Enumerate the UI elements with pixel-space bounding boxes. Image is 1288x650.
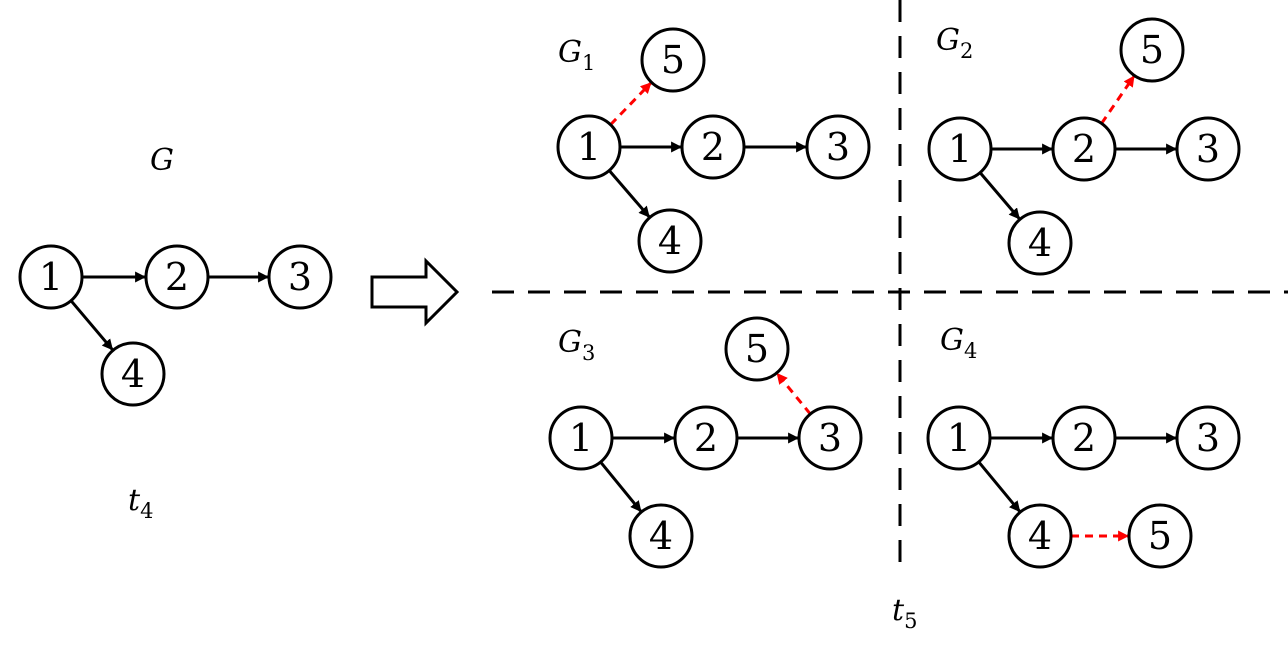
node-label: 1: [948, 127, 972, 171]
graph-node: 3: [1175, 116, 1241, 182]
graph-node: 2: [144, 244, 210, 310]
node-circle: [548, 405, 614, 471]
new-edge-arrow: [776, 372, 812, 415]
original-time-label: t4: [128, 483, 153, 523]
graph-node: 5: [1119, 17, 1185, 83]
hollow-right-arrow-icon: [370, 257, 460, 327]
graph-node: 4: [1007, 210, 1073, 276]
node-label: 4: [658, 219, 682, 263]
graph-node: 4: [1007, 503, 1073, 569]
graph-node: 1: [548, 405, 614, 471]
graph-node: 1: [556, 114, 622, 180]
node-circle: [556, 114, 622, 180]
variant-graph: G3 1 2 3 4 5: [548, 316, 863, 569]
node-label: 2: [701, 125, 725, 169]
graph-node: 3: [267, 244, 333, 310]
node-label: 1: [577, 125, 601, 169]
node-label: 4: [1028, 514, 1052, 558]
edge-arrow: [69, 299, 114, 351]
variant-graph: G4 1 2 3 4 5: [926, 323, 1241, 569]
graph-node: 3: [805, 114, 871, 180]
node-circle: [1007, 210, 1073, 276]
node-label: 2: [1072, 127, 1096, 171]
graph-node: 5: [640, 27, 706, 93]
graph-node: 1: [927, 116, 993, 182]
node-label: 1: [39, 255, 63, 299]
graph-node: 5: [1127, 503, 1193, 569]
node-label: 5: [745, 327, 769, 371]
node-circle: [267, 244, 333, 310]
node-circle: [805, 114, 871, 180]
node-label: 1: [569, 416, 593, 460]
node-circle: [1051, 405, 1117, 471]
node-label: 5: [1148, 514, 1172, 558]
node-circle: [628, 503, 694, 569]
node-label: 4: [121, 352, 145, 396]
node-label: 4: [649, 514, 673, 558]
node-circle: [640, 27, 706, 93]
node-label: 2: [1072, 416, 1096, 460]
graph-node: 1: [926, 405, 992, 471]
graph-node: 4: [637, 208, 703, 274]
node-circle: [1127, 503, 1193, 569]
original-graph-label: G: [150, 143, 174, 178]
variant-graph-label: G4: [940, 323, 977, 363]
variant-graph-label: G3: [558, 325, 595, 365]
original-edges: [69, 271, 270, 351]
node-label: 5: [661, 38, 685, 82]
graph-node: 3: [797, 405, 863, 471]
edge-arrow: [608, 169, 651, 218]
node-circle: [926, 405, 992, 471]
variant-graph: G1 1 2 3 4 5: [556, 27, 871, 274]
graph-node: 2: [1051, 405, 1117, 471]
node-circle: [797, 405, 863, 471]
node-circle: [1175, 116, 1241, 182]
node-circle: [724, 316, 790, 382]
graph-node: 3: [1175, 405, 1241, 471]
original-nodes: 1 2 3 4: [18, 244, 333, 407]
node-circle: [673, 405, 739, 471]
node-circle: [680, 114, 746, 180]
new-edge-arrow: [1100, 75, 1136, 125]
graph-node: 1: [18, 244, 84, 310]
node-label: 3: [1196, 127, 1220, 171]
variant-graph: G2 1 2 3 4 5: [927, 17, 1241, 276]
graph-node: 5: [724, 316, 790, 382]
graph-node: 2: [673, 405, 739, 471]
node-label: 3: [826, 125, 850, 169]
node-label: 1: [947, 416, 971, 460]
node-label: 2: [694, 416, 718, 460]
node-circle: [1007, 503, 1073, 569]
node-circle: [1175, 405, 1241, 471]
node-circle: [100, 341, 166, 407]
graph-node: 4: [628, 503, 694, 569]
node-circle: [927, 116, 993, 182]
variant-time-label: t5: [892, 593, 917, 633]
node-label: 3: [288, 255, 312, 299]
node-circle: [637, 208, 703, 274]
edge-arrow: [977, 460, 1021, 513]
variant-graph-label: G1: [558, 35, 595, 75]
graph-node: 2: [680, 114, 746, 180]
node-label: 3: [818, 416, 842, 460]
node-circle: [18, 244, 84, 310]
node-circle: [144, 244, 210, 310]
variant-graph-label: G2: [936, 23, 973, 63]
original-graph: G 1 2 3 4 t4: [18, 143, 333, 523]
edge-arrow: [978, 171, 1021, 220]
new-edge-arrow: [609, 81, 652, 126]
node-label: 5: [1140, 28, 1164, 72]
graph-node: 4: [100, 341, 166, 407]
node-circle: [1051, 116, 1117, 182]
node-circle: [1119, 17, 1185, 83]
node-label: 3: [1196, 416, 1220, 460]
edge-arrow: [599, 461, 642, 513]
graph-node: 2: [1051, 116, 1117, 182]
node-label: 4: [1028, 221, 1052, 265]
node-label: 2: [165, 255, 189, 299]
